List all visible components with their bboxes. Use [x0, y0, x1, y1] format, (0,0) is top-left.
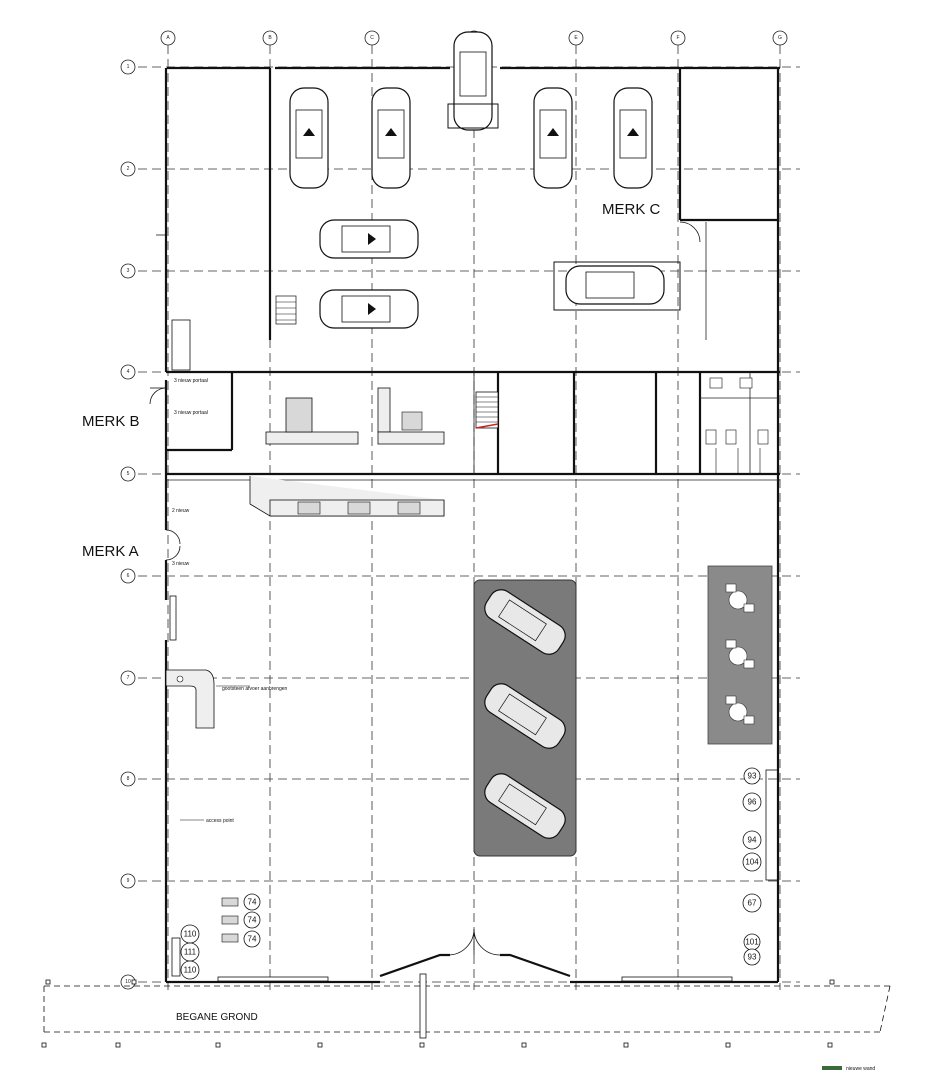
svg-text:74: 74 [248, 898, 257, 907]
svg-text:4: 4 [127, 369, 130, 375]
room-tags-left: 74 74 74 110 111 110 [180, 893, 261, 980]
car-bay-1 [289, 87, 329, 189]
row-marker-8: 8 [120, 771, 136, 787]
column-marker-e: E [568, 30, 584, 46]
restrooms [705, 377, 769, 474]
floor-name: BEGANE GROND [176, 1012, 258, 1023]
svg-text:94: 94 [748, 836, 757, 845]
svg-text:3: 3 [127, 268, 130, 274]
room-tags-right: 93 96 94 104 67 101 93 [742, 767, 762, 966]
annotation-portaal-2: 3 nieuw portaal [174, 410, 208, 416]
svg-text:E: E [574, 35, 578, 41]
car-side-2 [319, 289, 419, 329]
svg-text:C: C [370, 35, 374, 41]
car-bay-2 [371, 87, 411, 189]
column-marker-a: A [160, 30, 176, 46]
svg-text:74: 74 [248, 935, 257, 944]
car-bay-5 [613, 87, 653, 189]
room-tag: 74 [243, 893, 261, 911]
svg-text:1: 1 [127, 64, 130, 70]
svg-text:67: 67 [748, 899, 757, 908]
svg-text:101: 101 [745, 938, 759, 947]
svg-text:B: B [268, 35, 272, 41]
row-marker-1: 1 [120, 59, 136, 75]
column-marker-b: B [262, 30, 278, 46]
row-marker-5: 5 [120, 466, 136, 482]
car-side-1 [319, 219, 419, 259]
svg-text:7: 7 [127, 675, 130, 681]
annotation-deur-2: 3 nieuw [172, 561, 190, 567]
doors [149, 221, 701, 956]
annotation-gootsteen: gootsteen afvoer aanbrengen [222, 686, 288, 692]
zone-label-merk-b: MERK B [82, 413, 140, 430]
room-tag: 93 [743, 767, 761, 785]
row-marker-2: 2 [120, 161, 136, 177]
seating-area [707, 565, 773, 745]
svg-text:110: 110 [184, 930, 197, 939]
row-markers: 1 2 3 4 5 6 7 8 9 10 [120, 59, 136, 990]
interior-walls [166, 68, 780, 977]
svg-text:2: 2 [127, 166, 130, 172]
row-marker-3: 3 [120, 263, 136, 279]
svg-text:93: 93 [748, 772, 757, 781]
column-marker-c: C [364, 30, 380, 46]
room-tag: 101 [743, 933, 761, 951]
outer-walls [164, 66, 780, 984]
room-tag: 67 [742, 893, 762, 913]
svg-text:93: 93 [748, 953, 757, 962]
legend: nieuwe wand [822, 1066, 875, 1072]
svg-text:110: 110 [184, 966, 197, 975]
svg-text:8: 8 [127, 776, 130, 782]
svg-text:104: 104 [745, 858, 759, 867]
grid-lines [138, 45, 800, 990]
svg-text:G: G [778, 35, 782, 41]
room-tag: 96 [742, 792, 762, 812]
workshop-cars [289, 31, 681, 329]
room-tag: 111 [180, 942, 200, 962]
annotation-deur-1: 2 nieuw [172, 508, 190, 514]
annotation-portaal-1: 3 nieuw portaal [174, 378, 208, 384]
room-tag: 94 [742, 830, 762, 850]
row-marker-7: 7 [120, 670, 136, 686]
car-lift [553, 261, 681, 311]
svg-text:9: 9 [127, 878, 130, 884]
room-tag: 104 [742, 852, 762, 872]
column-marker-g: G [772, 30, 788, 46]
zone-label-merk-a: MERK A [82, 543, 139, 560]
row-marker-4: 4 [120, 364, 136, 380]
car-bay-3 [447, 31, 499, 131]
legend-label: nieuwe wand [846, 1066, 875, 1072]
room-tag: 74 [243, 911, 261, 929]
row-marker-9: 9 [120, 873, 136, 889]
office-furniture [165, 387, 445, 943]
svg-text:5: 5 [127, 471, 130, 477]
legend-swatch [822, 1066, 842, 1070]
car-bay-4 [533, 87, 573, 189]
column-marker-f: F [670, 30, 686, 46]
room-tag: 110 [180, 960, 200, 980]
svg-text:10: 10 [125, 979, 131, 985]
showroom-platform [473, 579, 577, 857]
site-markers [41, 979, 835, 1048]
room-tag: 110 [180, 924, 200, 944]
svg-text:74: 74 [248, 916, 257, 925]
svg-text:A: A [166, 35, 170, 41]
zone-label-merk-c: MERK C [602, 201, 661, 218]
annotation-access-point: access point [206, 818, 234, 824]
room-tag: 93 [743, 948, 761, 966]
svg-text:111: 111 [184, 948, 197, 957]
svg-text:96: 96 [748, 798, 757, 807]
room-tag: 74 [243, 930, 261, 948]
site-boundary [43, 973, 891, 1039]
svg-text:F: F [676, 35, 679, 41]
row-marker-6: 6 [120, 568, 136, 584]
svg-text:6: 6 [127, 573, 130, 579]
